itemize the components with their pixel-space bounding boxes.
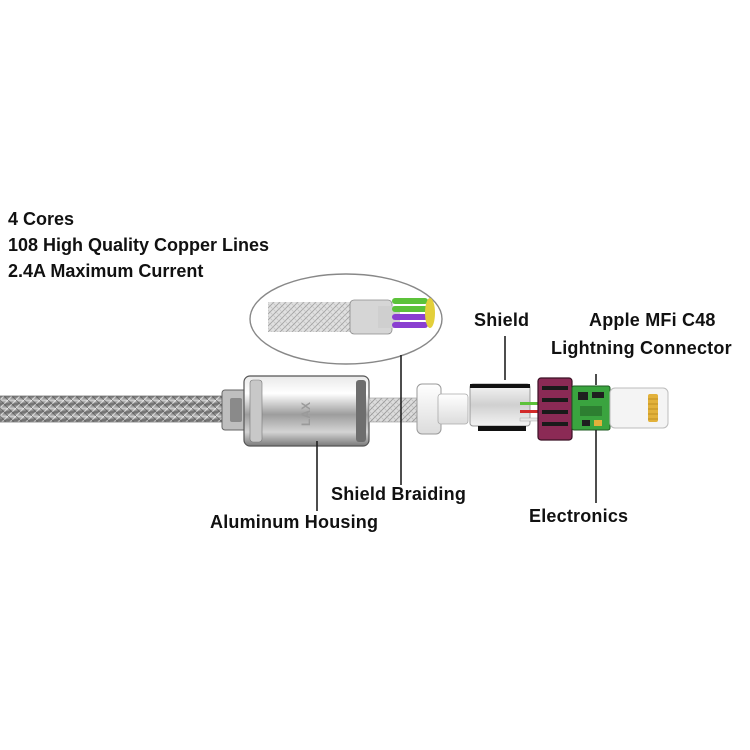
callout-connector-line2: Lightning Connector (551, 338, 732, 358)
shield-braiding (368, 397, 418, 423)
pcb-electronics (571, 385, 611, 431)
spec-max-current: 2.4A Maximum Current (8, 261, 204, 281)
metal-shield (469, 383, 531, 431)
lightning-plug (609, 387, 669, 429)
leader-lines (316, 336, 597, 511)
connector-body (537, 377, 573, 441)
callout-aluminum-housing: Aluminum Housing (210, 512, 379, 532)
housing-logo: LAX (299, 402, 313, 426)
inner-plug (416, 383, 469, 435)
core-zoom-bubble (249, 273, 443, 365)
callout-shield-braiding: Shield Braiding (331, 484, 467, 504)
braided-cable (0, 395, 233, 423)
callout-shield: Shield (474, 310, 530, 330)
aluminum-housing: LAX (243, 375, 370, 447)
spec-copper-lines: 108 High Quality Copper Lines (8, 235, 270, 255)
callout-electronics: Electronics (529, 506, 629, 526)
callout-connector-line1: Apple MFi C48 (589, 310, 716, 330)
spec-list: 4 Cores 108 High Quality Copper Lines 2.… (8, 206, 269, 284)
cable-collar (221, 389, 251, 431)
spec-cores: 4 Cores (8, 209, 75, 229)
